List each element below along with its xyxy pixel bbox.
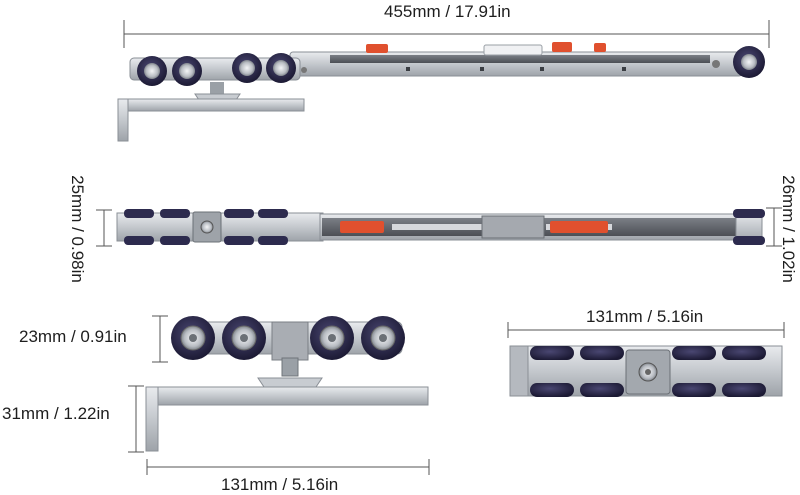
bracket-length-dimension-line bbox=[146, 459, 430, 475]
right-height-label: 26mm / 1.02in bbox=[779, 175, 798, 283]
stopper bbox=[552, 42, 572, 52]
overall-length-dimension-line bbox=[123, 20, 770, 48]
stopper bbox=[594, 43, 606, 52]
carriage-length-label: 131mm / 5.16in bbox=[586, 307, 704, 326]
right-height-dimension-line bbox=[766, 207, 782, 247]
left-height-label: 25mm / 0.98in bbox=[68, 175, 87, 283]
bracket-height-dimension-line bbox=[128, 385, 144, 453]
bracket-closeup bbox=[128, 315, 430, 475]
left-height-dimension-line bbox=[96, 209, 112, 247]
carriage-length-dimension-line bbox=[507, 322, 785, 338]
stopper bbox=[366, 44, 388, 53]
wheel-height-dimension-line bbox=[152, 315, 168, 363]
carriage-closeup bbox=[507, 322, 785, 397]
top-view-assembly bbox=[96, 207, 782, 247]
wheel-height-label: 23mm / 0.91in bbox=[19, 327, 127, 346]
carriage-wheels bbox=[137, 53, 296, 86]
bracket-height-label: 31mm / 1.22in bbox=[2, 404, 110, 423]
overall-length-label: 455mm / 17.91in bbox=[384, 2, 511, 21]
hanging-bracket bbox=[117, 98, 305, 112]
bracket-length-label: 131mm / 5.16in bbox=[221, 475, 339, 494]
side-view-assembly bbox=[117, 42, 765, 142]
